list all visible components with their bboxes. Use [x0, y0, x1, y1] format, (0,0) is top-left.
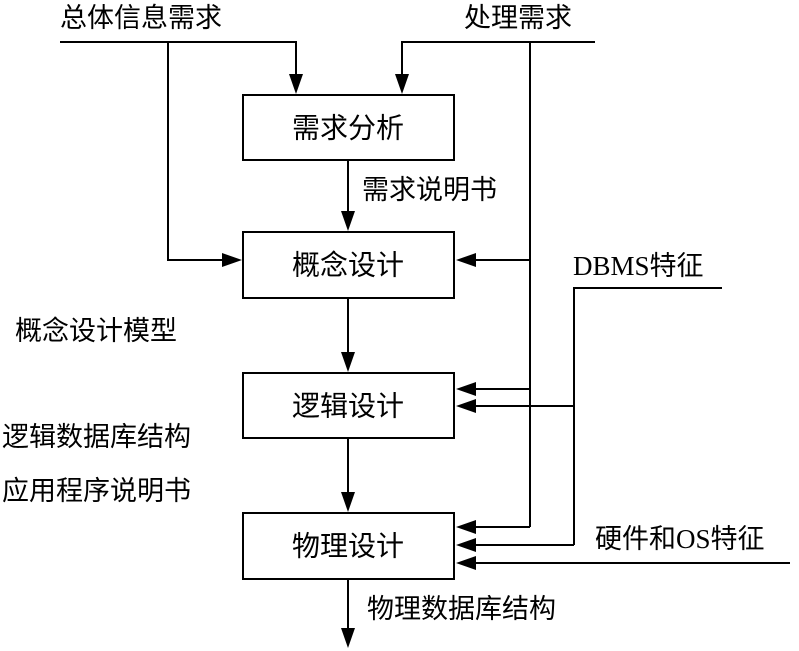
- physical-design-label: 物理设计: [292, 530, 404, 563]
- arrow-into-physical-design-hardware: [456, 556, 476, 570]
- processing-to-analysis-line: [401, 41, 595, 74]
- requirements-spec-label: 需求说明书: [362, 175, 497, 206]
- logical-design-label: 逻辑设计: [292, 390, 404, 423]
- arrow-into-physical-design-processing: [456, 520, 476, 534]
- overall-info-requirements-label: 总体信息需求: [60, 3, 222, 34]
- arrow-into-physical-design-dbms: [456, 538, 476, 552]
- arrow-into-conceptual-design-right: [456, 253, 476, 267]
- dbms-features-label: DBMS特征: [573, 251, 704, 281]
- overall-info-to-analysis-line: [60, 41, 297, 74]
- overall-info-to-conceptual-line: [167, 42, 222, 261]
- arrow-into-logical-design-top: [341, 352, 355, 372]
- conceptual-model-label: 概念设计模型: [15, 316, 177, 347]
- arrow-into-requirements-analysis-left: [289, 74, 303, 94]
- conceptual-design-box: [242, 231, 455, 299]
- requirements-analysis-label: 需求分析: [292, 112, 404, 145]
- conceptual-design-label: 概念设计: [292, 249, 404, 282]
- dbms-features-trunk-line: [573, 287, 722, 545]
- arrow-into-conceptual-design-left: [222, 253, 242, 267]
- arrow-into-conceptual-design-top: [341, 211, 355, 231]
- logical-db-structure-label: 逻辑数据库结构: [2, 422, 191, 453]
- physical-design-box: [242, 512, 455, 580]
- requirements-analysis-box: [242, 94, 455, 161]
- logical-design-box: [242, 372, 455, 439]
- processing-requirements-label: 处理需求: [464, 3, 572, 34]
- arrow-into-physical-design-top: [341, 492, 355, 512]
- app-program-spec-label: 应用程序说明书: [2, 476, 191, 507]
- arrow-into-requirements-analysis-right: [395, 74, 409, 94]
- arrow-out-of-physical-design: [341, 628, 355, 648]
- arrow-into-logical-design-processing: [456, 382, 476, 396]
- arrow-into-logical-design-dbms: [456, 399, 476, 413]
- physical-db-structure-label: 物理数据库结构: [367, 594, 556, 625]
- hardware-os-features-label: 硬件和OS特征: [595, 524, 765, 554]
